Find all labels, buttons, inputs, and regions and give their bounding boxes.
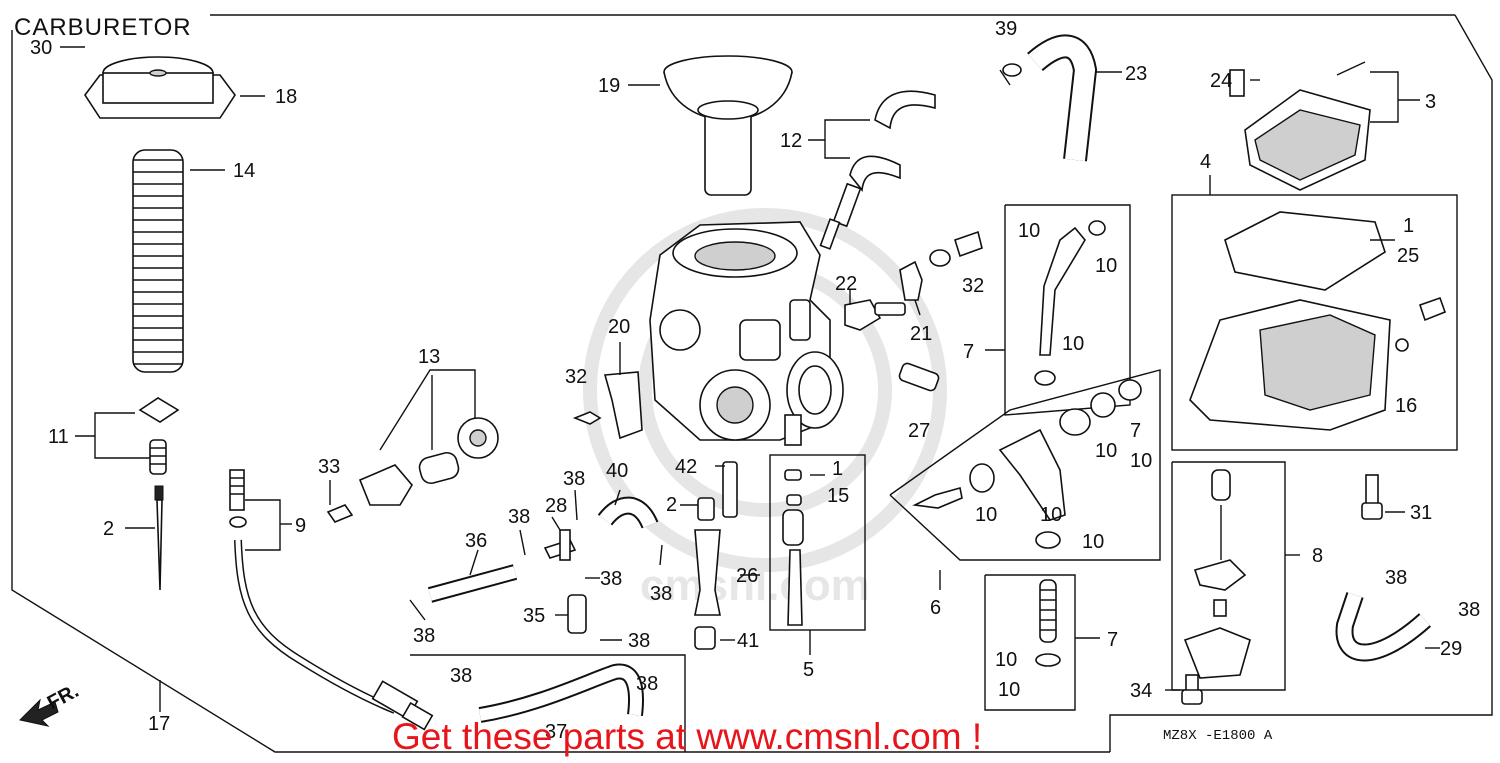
label-38f: 38 [1385,567,1407,589]
label-23: 23 [1125,63,1147,85]
part-spring [132,149,184,373]
label-2b: 2 [666,494,677,516]
label-2: 2 [103,518,114,540]
label-42: 42 [675,456,697,478]
label-14: 14 [233,160,255,182]
label-34: 34 [1130,680,1152,702]
label-10d: 10 [1095,440,1117,462]
label-35: 35 [523,605,545,627]
label-24: 24 [1210,70,1232,92]
label-1b: 1 [832,458,843,480]
part-pump [326,417,499,523]
label-11: 11 [48,426,69,448]
label-32b: 32 [962,275,984,297]
label-19: 19 [598,75,620,97]
part-float [1229,61,1371,191]
label-38c: 38 [600,568,622,590]
label-36: 36 [465,530,487,552]
part-bolts [1181,474,1383,705]
label-40: 40 [606,460,628,482]
label-13: 13 [418,346,440,368]
part-needle [138,397,180,591]
label-6: 6 [930,597,941,619]
label-10f: 10 [975,504,997,526]
part-number-labels: 30 18 14 11 2 17 9 33 13 19 12 20 32 22 … [30,18,1480,743]
label-39: 39 [995,18,1017,40]
part-hoses [819,90,936,250]
frame-lines [11,14,1493,753]
label-20: 20 [608,316,630,338]
part-choke-lever [912,379,1142,549]
label-7b: 7 [1130,420,1141,442]
label-41: 41 [737,630,759,652]
part-cover [84,56,236,119]
label-29: 29 [1440,638,1462,660]
part-choke-rod [1034,220,1106,386]
label-10c: 10 [1062,333,1084,355]
label-7a: 7 [963,341,974,363]
label-38i: 38 [636,673,658,695]
label-15: 15 [827,485,849,507]
label-12: 12 [780,130,802,152]
label-25: 25 [1397,245,1419,267]
fr-arrow-icon: FR. [18,680,83,727]
promo-link[interactable]: Get these parts at www.cmsnl.com ! [392,716,983,757]
label-10b: 10 [1095,255,1117,277]
label-33: 33 [318,456,340,478]
label-28: 28 [545,495,567,517]
diagram-code: MZ8X -E1800 A [1163,728,1273,744]
part-hose-29 [1335,592,1432,662]
part-7-lower [1035,579,1061,667]
label-37: 37 [545,721,567,743]
part-carburetor-body [649,221,844,446]
label-22: 22 [835,273,857,295]
label-10i: 10 [995,649,1017,671]
svg-text:cmsnl.com: cmsnl.com [640,561,870,610]
label-38b: 38 [508,506,530,528]
label-7c: 7 [1107,629,1118,651]
label-30: 30 [30,37,52,59]
label-27: 27 [908,420,930,442]
part-small-hoses [427,496,659,634]
label-10j: 10 [998,679,1020,701]
label-38g: 38 [1458,599,1480,621]
part-float-bowl [1189,211,1447,431]
label-10h: 10 [1082,531,1104,553]
part-cable [229,469,434,731]
part-screw-upper [929,230,983,267]
label-3: 3 [1425,91,1436,113]
part-jets [694,461,804,650]
part-cutoff-valve [1183,469,1251,679]
label-9: 9 [295,515,306,537]
part-pilot-screw [898,362,940,392]
label-5: 5 [803,659,814,681]
label-21: 21 [910,323,932,345]
label-26: 26 [736,565,758,587]
label-8: 8 [1312,545,1323,567]
part-bracket [572,371,643,440]
label-38d: 38 [650,583,672,605]
part-throttle-stop [844,260,923,331]
diagram-title: CARBURETOR [14,14,192,41]
label-16: 16 [1395,395,1417,417]
part-hose-37 [478,663,644,723]
label-1a: 1 [1403,215,1414,237]
label-38e: 38 [628,630,650,652]
label-32: 32 [565,366,587,388]
label-38a: 38 [563,468,585,490]
label-38h: 38 [450,665,472,687]
label-38j: 38 [413,625,435,647]
label-10g: 10 [1040,504,1062,526]
label-18: 18 [275,86,297,108]
label-10a: 10 [1018,220,1040,242]
leader-lines [60,46,1440,712]
part-diaphragm [663,55,793,196]
label-10e: 10 [1130,450,1152,472]
label-31: 31 [1410,502,1432,524]
part-overflow-hose [1002,34,1098,162]
label-4: 4 [1200,151,1211,173]
label-17: 17 [148,713,170,735]
